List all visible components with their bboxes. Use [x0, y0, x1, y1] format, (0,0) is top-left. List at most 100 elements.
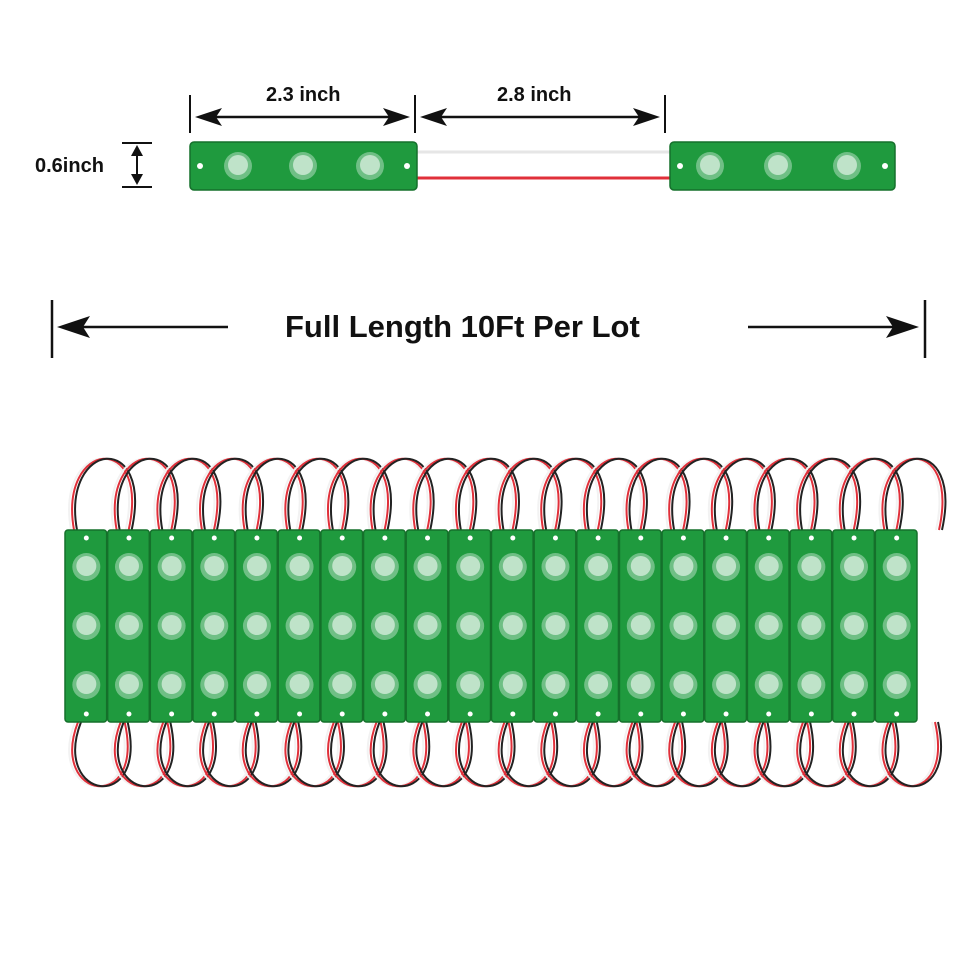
wire-bottom [116, 721, 175, 788]
led-module [490, 529, 534, 723]
led-module-right [669, 141, 896, 191]
module-height-label: 0.6inch [35, 155, 104, 177]
led-lens-highlight [630, 615, 651, 635]
wire-bottom [714, 721, 772, 788]
wire-bottom [330, 721, 388, 788]
wire-top [884, 457, 947, 531]
led-module [704, 529, 748, 723]
led-lens-highlight [417, 674, 438, 694]
wire-loops [68, 457, 947, 788]
wire-bottom [884, 721, 942, 788]
module-length-label: 2.3 inch [266, 84, 341, 106]
mount-hole [638, 535, 644, 541]
led-module [661, 529, 705, 723]
mount-hole [766, 535, 772, 541]
wire-bottom [159, 721, 217, 788]
led-lens-highlight [161, 674, 182, 694]
mount-hole [510, 711, 516, 717]
wire-top [586, 457, 648, 531]
wire-top [714, 457, 776, 531]
led-module [64, 529, 108, 723]
mount-hole [425, 711, 431, 717]
mount-hole [254, 711, 260, 717]
led-module [874, 529, 918, 723]
mount-hole [723, 535, 729, 541]
wire-bottom [799, 721, 857, 788]
wire-bottom [287, 721, 345, 788]
led-module [533, 529, 577, 723]
led-lens-highlight [886, 615, 907, 635]
wire-bottom [628, 721, 686, 788]
mount-hole [126, 535, 132, 541]
wire-bottom [671, 721, 729, 788]
led-module-left [189, 141, 418, 191]
wire-spacing-arrow [420, 95, 666, 133]
led-lens-highlight [844, 615, 865, 635]
mount-hole [169, 711, 175, 717]
led-lens-highlight [118, 615, 139, 635]
led-lens-highlight [716, 615, 737, 635]
led-lens-highlight [545, 674, 566, 694]
wire-top [74, 457, 137, 531]
led-lens-highlight [76, 556, 97, 576]
mount-hole [83, 535, 89, 541]
mount-hole [680, 711, 686, 717]
led-lens-highlight [76, 615, 97, 635]
led-lens-highlight [374, 615, 395, 635]
led-lens-highlight [758, 615, 779, 635]
led-lens-highlight [374, 674, 395, 694]
wire-top [756, 457, 819, 531]
led-lens [764, 152, 792, 180]
mount-hole [894, 535, 900, 541]
led-lens-highlight [886, 556, 907, 576]
wire-top [287, 457, 350, 531]
mount-hole [467, 711, 473, 717]
led-lens-highlight [630, 556, 651, 576]
mount-hole [169, 535, 175, 541]
mount-hole [552, 535, 558, 541]
led-lens-highlight [630, 674, 651, 694]
led-lens-highlight [758, 674, 779, 694]
led-lens-highlight [673, 674, 694, 694]
mount-hole [211, 711, 217, 717]
led-module [789, 529, 833, 723]
mount-hole [552, 711, 558, 717]
wire-bottom [543, 721, 601, 788]
led-module [448, 529, 492, 723]
led-lens-highlight [460, 615, 481, 635]
led-lens-highlight [204, 556, 225, 576]
dimension-diagram [50, 95, 927, 358]
mount-hole [297, 711, 303, 717]
led-lens [696, 152, 724, 180]
led-lens-highlight [588, 556, 609, 576]
led-lens-highlight [502, 674, 523, 694]
mount-hole [83, 711, 89, 717]
wire-top [116, 457, 179, 531]
led-lens-highlight [417, 615, 438, 635]
mount-hole [126, 711, 132, 717]
mount-hole [851, 711, 857, 717]
led-lens-highlight [332, 674, 353, 694]
led-lens-highlight [204, 615, 225, 635]
led-module [831, 529, 876, 723]
mount-hole [680, 535, 686, 541]
mount-hole [382, 711, 388, 717]
led-lens-highlight [246, 556, 267, 576]
led-lens-highlight [844, 674, 865, 694]
mount-hole [467, 535, 473, 541]
wire-top [458, 457, 520, 531]
led-module [106, 529, 151, 723]
mount-hole [595, 711, 601, 717]
led-lens-highlight [502, 556, 523, 576]
led-lens-highlight [332, 615, 353, 635]
wire-bottom [74, 721, 132, 788]
led-lens-highlight [588, 674, 609, 694]
led-lens-highlight [545, 556, 566, 576]
led-module [746, 529, 790, 723]
led-lens-highlight [374, 556, 395, 576]
wire-top [330, 457, 392, 531]
mount-hole [510, 535, 516, 541]
wire-top [244, 457, 307, 531]
